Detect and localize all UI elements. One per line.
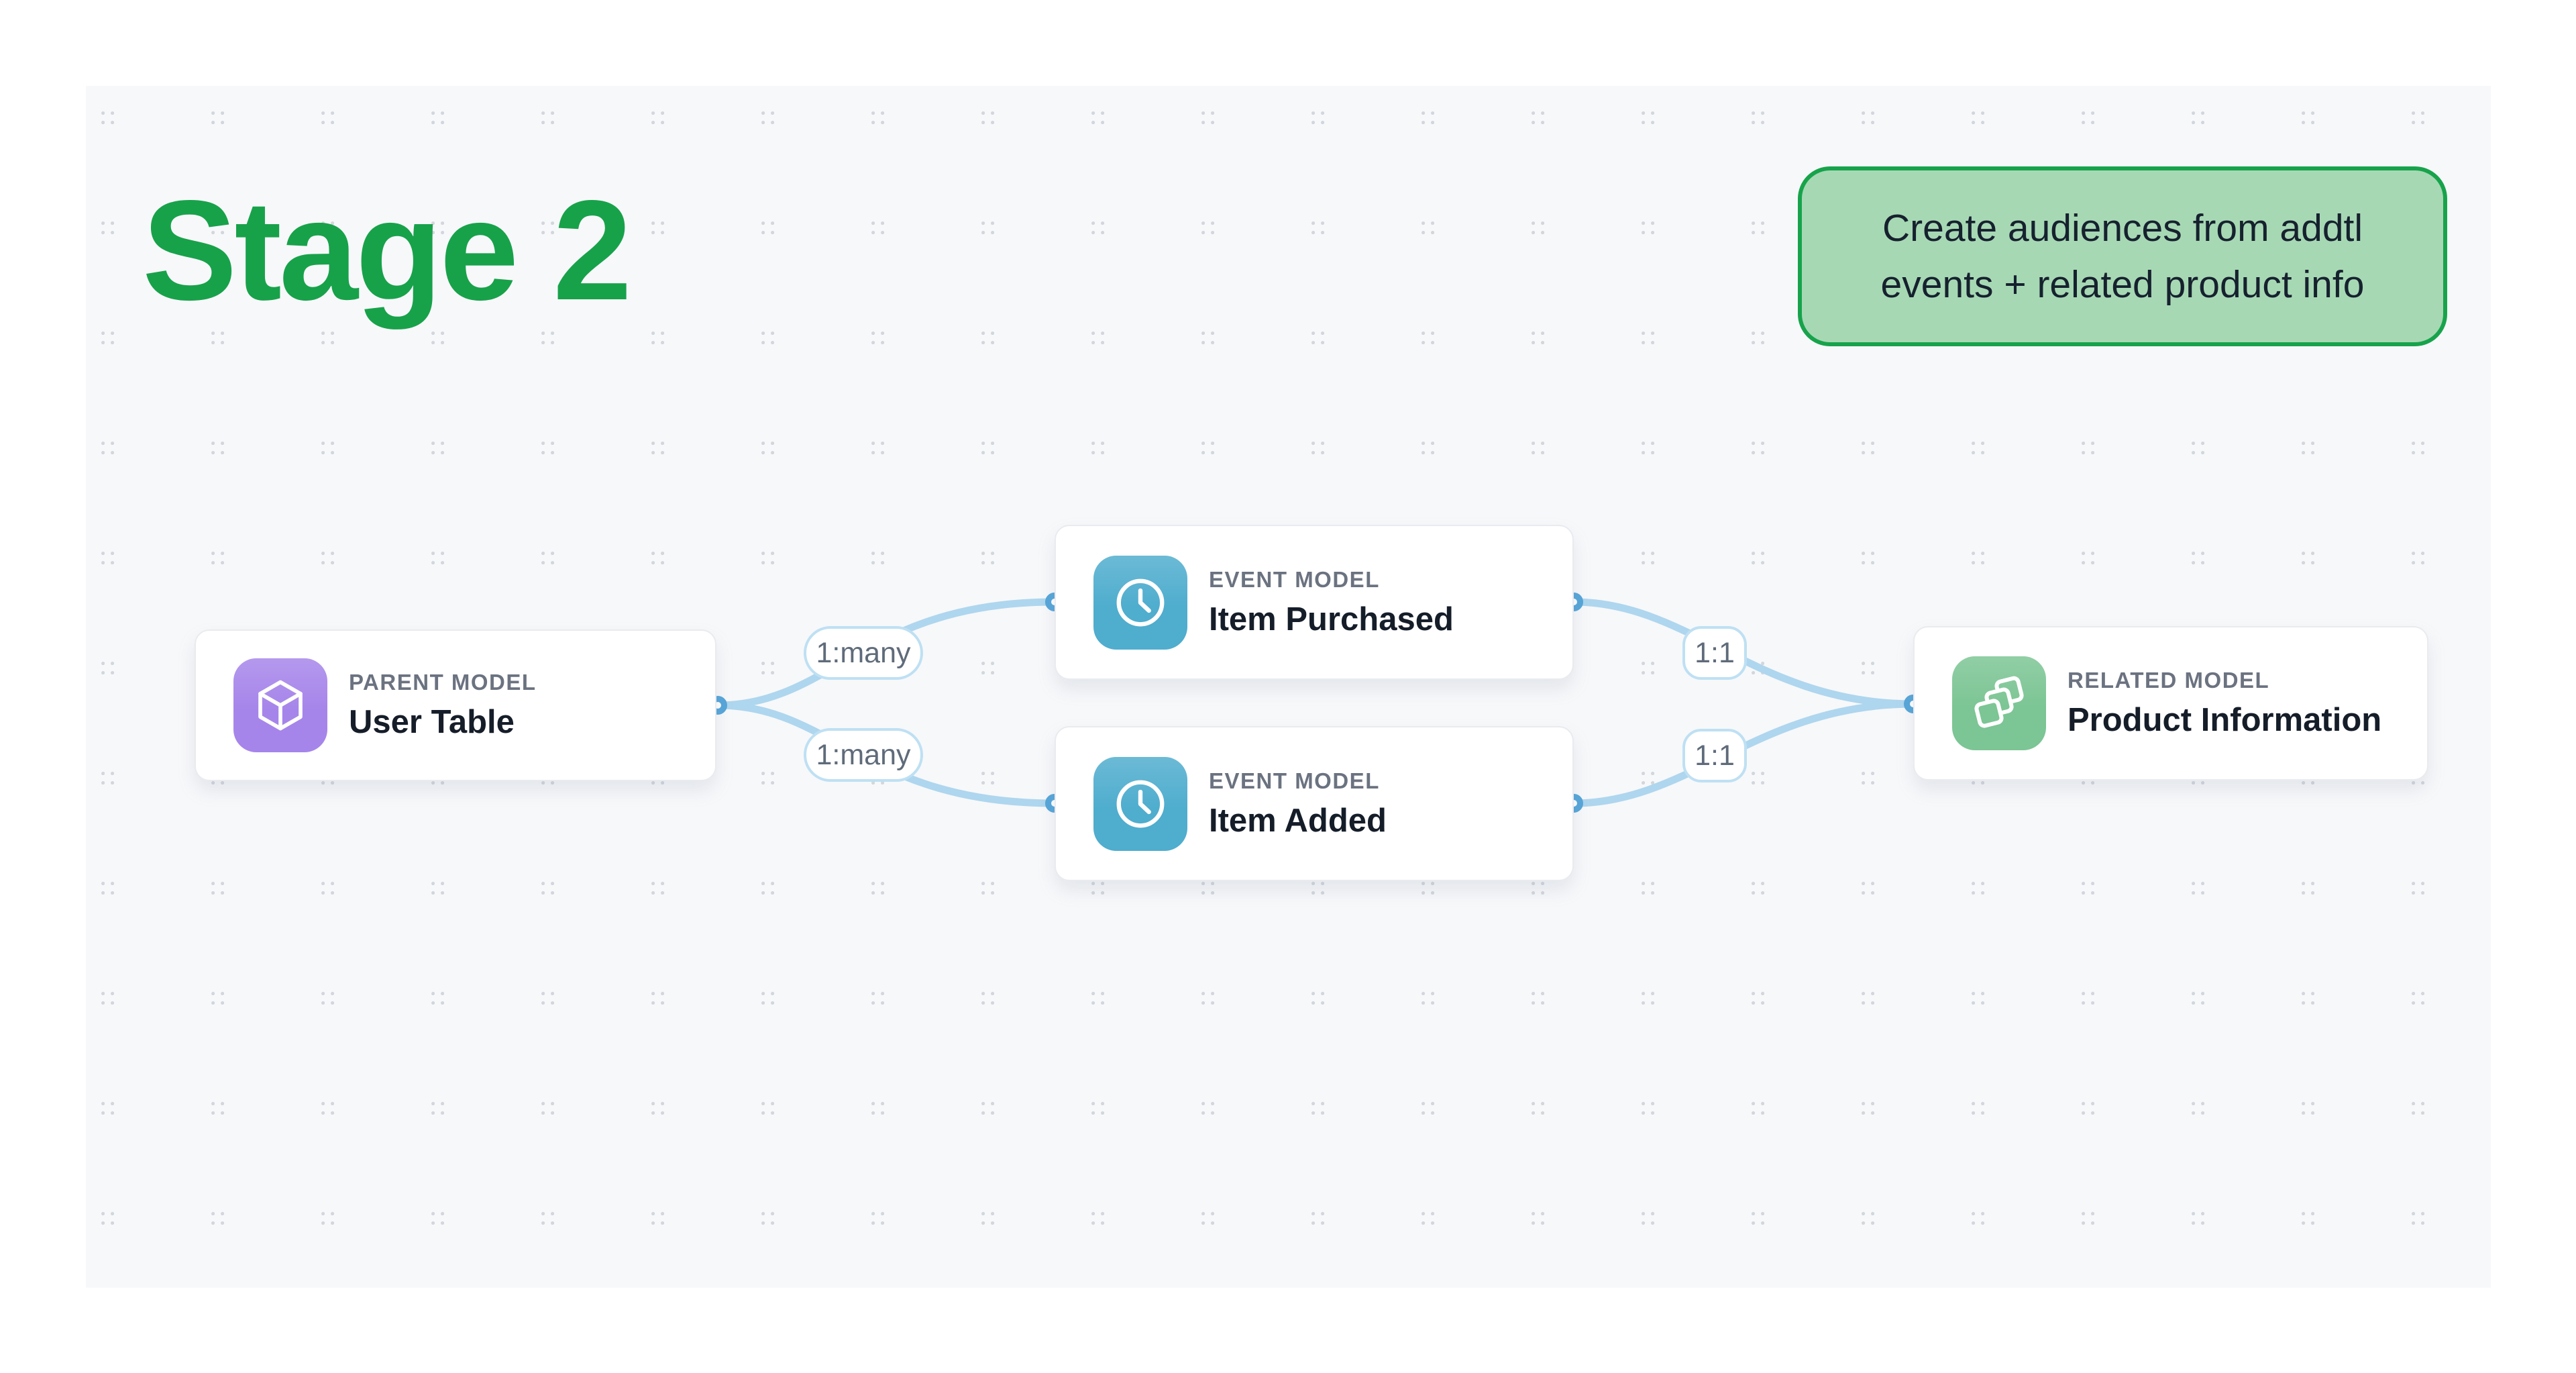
annotation-callout: Create audiences from addtl events + rel… — [1798, 166, 2447, 346]
clock-icon — [1093, 756, 1187, 851]
node-card-event-model-item-added[interactable]: EVENT MODEL Item Added — [1055, 726, 1574, 881]
node-title: Item Added — [1209, 802, 1387, 839]
clock-icon — [1093, 555, 1187, 650]
relationship-label-text: 1:1 — [1695, 739, 1735, 772]
relationship-label-pill: 1:many — [804, 728, 923, 782]
node-title: Product Information — [2068, 702, 2382, 738]
node-card-parent-model[interactable]: PARENT MODEL User Table — [195, 629, 716, 781]
relationship-label-text: 1:1 — [1695, 636, 1735, 669]
layers-icon — [1952, 656, 2046, 750]
callout-line-1: Create audiences from addtl — [1882, 207, 2363, 250]
node-title: User Table — [349, 704, 515, 740]
node-type-label: EVENT MODEL — [1209, 566, 1380, 592]
cube-icon — [233, 658, 327, 752]
node-title: Item Purchased — [1209, 601, 1454, 638]
node-type-label: EVENT MODEL — [1209, 768, 1380, 793]
node-type-label: PARENT MODEL — [349, 670, 537, 695]
relationship-label-pill: 1:1 — [1682, 729, 1747, 782]
node-type-label: RELATED MODEL — [2068, 668, 2270, 693]
node-card-related-model[interactable]: RELATED MODEL Product Information — [1913, 626, 2428, 780]
relationship-label-pill: 1:1 — [1682, 626, 1747, 680]
relationship-label-pill: 1:many — [804, 626, 923, 680]
relationship-label-text: 1:many — [816, 636, 911, 669]
relationship-label-text: 1:many — [816, 738, 911, 771]
page-title: Stage 2 — [142, 170, 632, 329]
node-card-event-model-item-purchased[interactable]: EVENT MODEL Item Purchased — [1055, 525, 1574, 680]
callout-line-2: events + related product info — [1880, 263, 2365, 306]
